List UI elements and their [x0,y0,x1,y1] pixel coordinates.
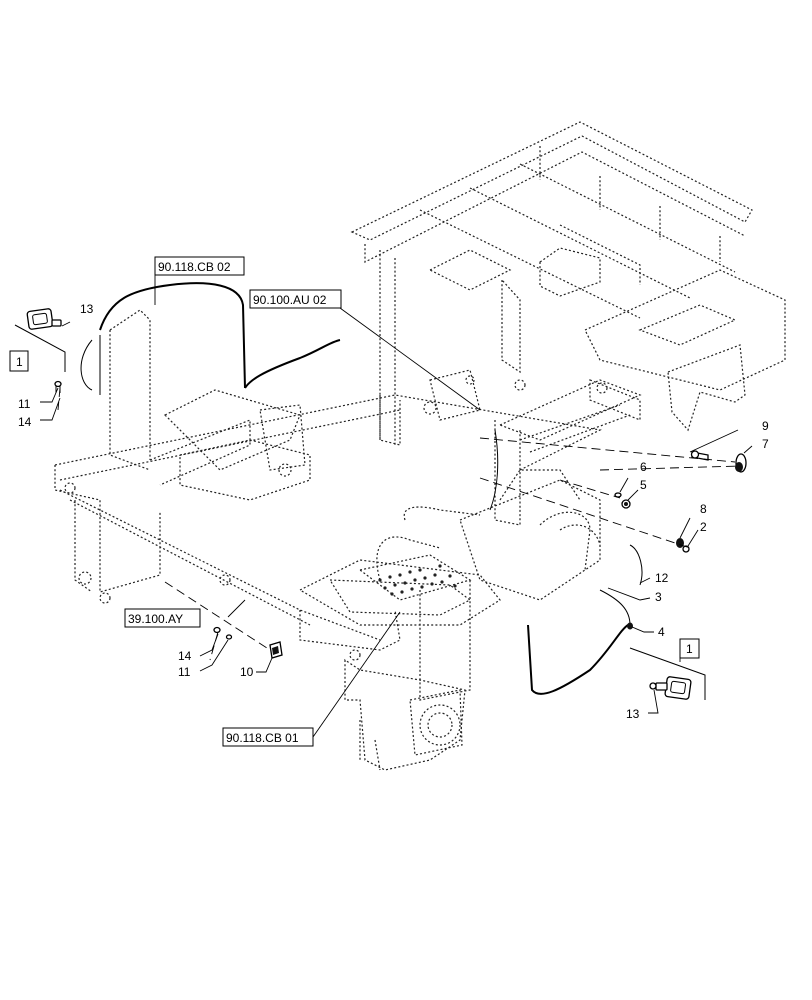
ref-cb01[interactable]: 90.118.CB 01 [222,727,314,747]
item-box-left[interactable]: 1 [9,350,29,372]
bolt-item-9 [690,450,709,461]
callout-6[interactable]: 6 [640,460,647,474]
callout-13-top[interactable]: 13 [80,302,94,316]
ref-cb02-label: 90.118.CB 02 [158,260,231,274]
ref-ay-label: 39.100.AY [128,612,183,626]
callout-5[interactable]: 5 [640,478,647,492]
callout-8[interactable]: 8 [700,502,707,516]
frame-holes [64,375,608,661]
callout-11-left[interactable]: 11 [18,397,31,411]
connector-item-4 [627,622,633,630]
callout-10[interactable]: 10 [240,665,254,679]
assembly-lines [57,387,741,661]
callout-7[interactable]: 7 [762,437,769,451]
ref-au02-label: 90.100.AU 02 [253,293,327,307]
leader-lines [27,275,753,738]
item-box-right[interactable]: 1 [679,638,700,659]
callout-4[interactable]: 4 [658,625,665,639]
callout-9[interactable]: 9 [762,419,769,433]
bracket-item-7 [735,453,747,473]
callout-2[interactable]: 2 [700,520,707,534]
ref-cb02[interactable]: 90.118.CB 02 [154,256,245,276]
item-box-left-label: 1 [16,355,23,369]
grommet-items-5-6 [614,492,631,509]
callouts: 13 11 14 9 7 6 5 8 2 12 3 4 14 11 10 13 [18,302,769,721]
callout-14-left[interactable]: 14 [18,415,32,429]
callout-12[interactable]: 12 [655,571,669,585]
machine-frame [54,121,786,771]
item-box-right-label: 1 [686,642,693,656]
tail-light-right [649,676,692,700]
ref-cb01-label: 90.118.CB 01 [226,731,299,745]
clip-item-10 [269,641,283,659]
wiring-harness [80,282,643,695]
ref-ay[interactable]: 39.100.AY [124,608,201,628]
callout-11-mid[interactable]: 11 [178,665,191,679]
bolt-mid [213,626,233,640]
item-1-bracket-left [14,324,66,372]
step-holes [378,564,457,596]
bolt-left [54,380,62,393]
grommet-items-2-8 [676,538,690,553]
callout-3[interactable]: 3 [655,590,662,604]
item-1-bracket-right [629,647,706,700]
callout-13-bottom[interactable]: 13 [626,707,640,721]
tail-light-left [26,308,62,330]
callout-14-mid[interactable]: 14 [178,649,192,663]
ref-au02[interactable]: 90.100.AU 02 [249,289,342,309]
